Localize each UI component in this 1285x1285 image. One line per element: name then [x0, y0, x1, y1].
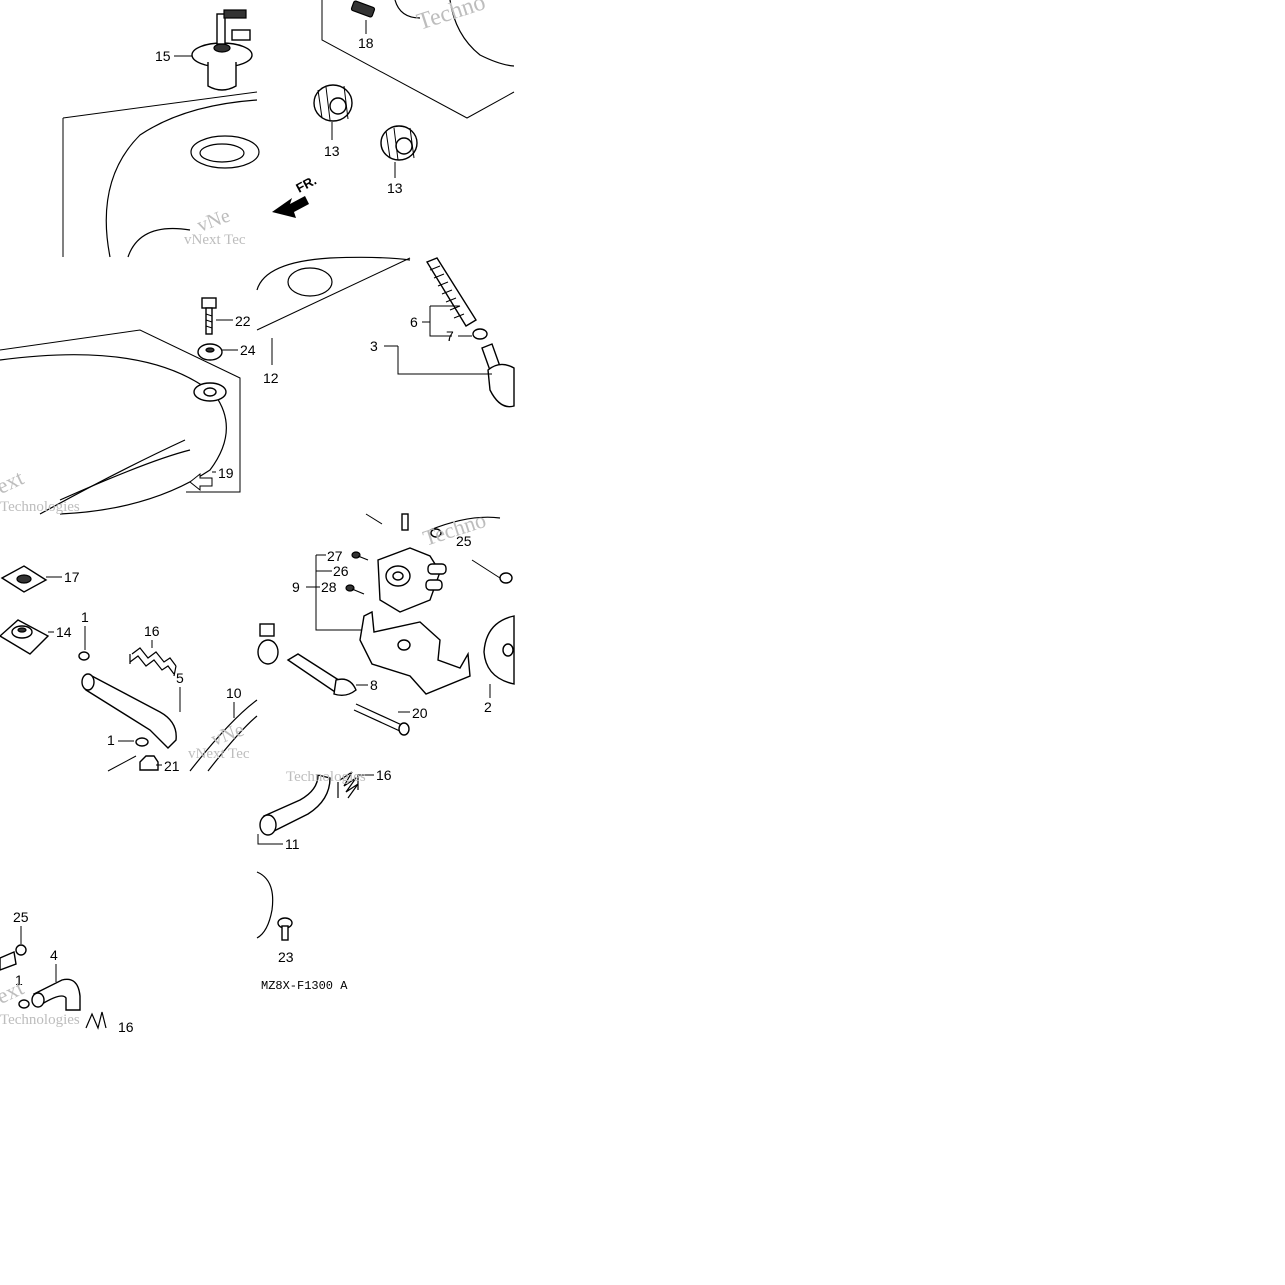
tile-fuel-strainer: 12 6 7 3 [256, 256, 515, 408]
fuel-tank-top [62, 91, 260, 258]
front-indicator-label: FR. [293, 173, 319, 196]
callout-25b: 25 [13, 909, 29, 925]
callout-6: 6 [410, 314, 418, 330]
bolt-22-part [201, 297, 217, 335]
callout-16c: 16 [118, 1019, 134, 1035]
fuel-cap-part [191, 9, 253, 91]
fuel-valve-stub [481, 343, 515, 408]
cushion-17-part [0, 565, 48, 593]
tile-mounts-hoses: 17 14 1 16 5 10 1 [0, 565, 258, 774]
callout-25a: 25 [456, 533, 472, 549]
hose-11-part [259, 774, 331, 836]
callout-1c: 1 [15, 972, 23, 988]
callout-1a: 1 [81, 609, 89, 625]
tile-hose-screw: 16 11 23 MZ8X-F1300 A Technologies [256, 767, 392, 993]
watermark-vnext-2: vNext Tec [188, 746, 250, 762]
callout-13a: 13 [324, 143, 340, 159]
screw-27-part [351, 551, 369, 561]
nut-21-part [139, 755, 159, 771]
tank-cover-2 [483, 615, 515, 685]
rubber-damper-a [313, 84, 353, 122]
callout-4: 4 [50, 947, 58, 963]
tile-tank-side: 22 24 19 ext Technologies [0, 297, 256, 515]
front-arrow-icon [272, 196, 309, 218]
callout-3: 3 [370, 338, 378, 354]
tile-hose-4: 25 4 1 16 ext Technologies [0, 909, 134, 1035]
callout-13b: 13 [387, 180, 403, 196]
watermark-ext: ext [0, 465, 27, 499]
callout-12: 12 [263, 370, 279, 386]
hose-fitting-part [257, 623, 357, 697]
spring-16a-part [129, 647, 177, 677]
callout-1b: 1 [107, 732, 115, 748]
tile-dampers: 18 13 13 FR. Techno [272, 0, 515, 218]
strainer-screen-6 [425, 257, 477, 327]
mount-14-part [0, 619, 50, 655]
callout-5: 5 [176, 670, 184, 686]
callout-28: 28 [321, 579, 337, 595]
callout-27: 27 [327, 548, 343, 564]
callout-8: 8 [370, 677, 378, 693]
callout-16a: 16 [144, 623, 160, 639]
callout-2: 2 [484, 699, 492, 715]
callout-24: 24 [240, 342, 256, 358]
callout-17: 17 [64, 569, 80, 585]
tile-fuel-valve: 25 27 26 9 28 [257, 507, 515, 736]
callout-22: 22 [235, 313, 251, 329]
tile-fuel-cap: 15 vNext Tec vNe [62, 9, 260, 258]
bolt-20-part [353, 703, 410, 736]
screw-23-part [277, 917, 293, 941]
valve-bracket-part [359, 610, 471, 695]
callout-10: 10 [226, 685, 242, 701]
callout-21: 21 [164, 758, 180, 774]
fuel-valve-body [377, 547, 447, 613]
callout-18: 18 [358, 35, 374, 51]
hose-4-part [31, 978, 81, 1011]
callout-9: 9 [292, 579, 300, 595]
watermark-technologies: Technologies [0, 499, 80, 515]
callout-26: 26 [333, 563, 349, 579]
callout-20: 20 [412, 705, 428, 721]
watermark-technologies-2: Technologies [286, 769, 366, 785]
screw-28-part [345, 584, 365, 595]
rubber-damper-b [380, 125, 418, 161]
watermark-techno: Techno [414, 0, 489, 36]
spring-16b-part [337, 771, 359, 799]
watermark-technologies-3: Technologies [0, 1012, 80, 1028]
callout-23: 23 [278, 949, 294, 965]
key-part [350, 0, 376, 18]
callout-16b: 16 [376, 767, 392, 783]
callout-7: 7 [446, 328, 454, 344]
watermark-vnext: vNext Tec [184, 232, 246, 248]
washer-24-part [197, 343, 223, 361]
callout-15: 15 [155, 48, 171, 64]
drawing-code: MZ8X-F1300 A [261, 979, 348, 993]
watermark-techno-2: Techno [420, 507, 489, 551]
callout-19: 19 [218, 465, 234, 481]
spring-16c-part [85, 1011, 107, 1030]
callout-14: 14 [56, 624, 72, 640]
hose-5-part [81, 673, 177, 749]
callout-11: 11 [285, 836, 300, 852]
